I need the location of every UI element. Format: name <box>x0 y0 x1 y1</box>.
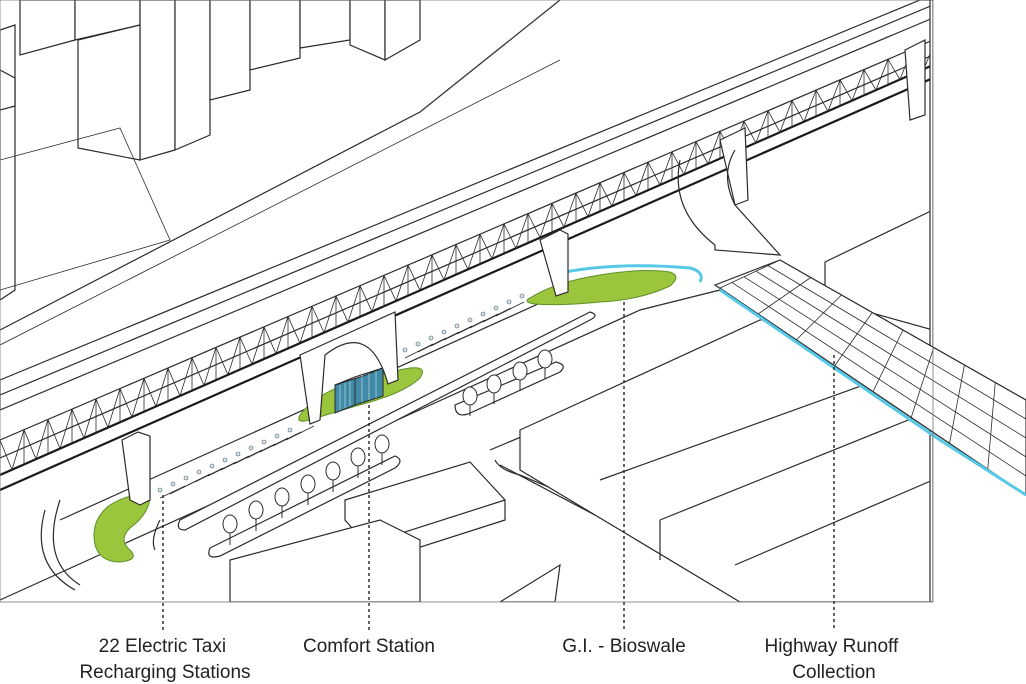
elevated-highway <box>0 0 933 506</box>
runoff-collection-channel <box>713 259 1026 497</box>
label-taxi-stations: 22 Electric Taxi Recharging Stations <box>79 636 250 683</box>
label-bioswale: G.I. - Bioswale <box>562 636 686 657</box>
label-comfort-station: Comfort Station <box>303 636 435 657</box>
leader-lines <box>162 302 835 630</box>
label-highway-runoff: Highway Runoff Collection <box>764 636 903 683</box>
frame-border <box>0 0 934 603</box>
comfort-station <box>334 367 384 414</box>
callout-labels: 22 Electric Taxi Recharging Stations Com… <box>79 636 903 683</box>
background-buildings <box>0 0 421 301</box>
taxi-parking-island <box>157 293 596 558</box>
trees <box>222 349 553 545</box>
